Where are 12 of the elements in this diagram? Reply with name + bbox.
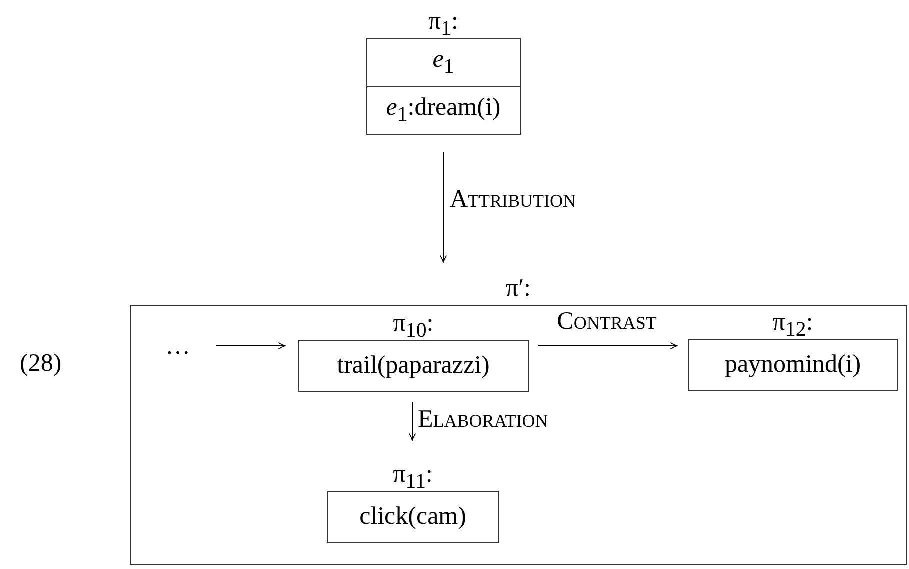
segment-label: π$_{11}$:: [393, 461, 433, 495]
condition-text: e$_{1}$:dream(i): [367, 86, 520, 134]
ellipsis-text: …: [161, 334, 195, 360]
condition-text: paynomind(i): [724, 350, 862, 380]
segment-label: π$_{10}$:: [393, 310, 434, 344]
segment-label: π$_{1}$:: [428, 8, 458, 42]
condition-text: click(cam): [358, 502, 468, 532]
condition-text: trail(paparazzi): [336, 350, 491, 381]
segment-label: π$_{12}$:: [772, 309, 814, 343]
example-number: (28): [20, 350, 62, 378]
segment-label: π′:: [506, 275, 532, 303]
discourse-referent: e$_{1}$: [432, 45, 456, 80]
